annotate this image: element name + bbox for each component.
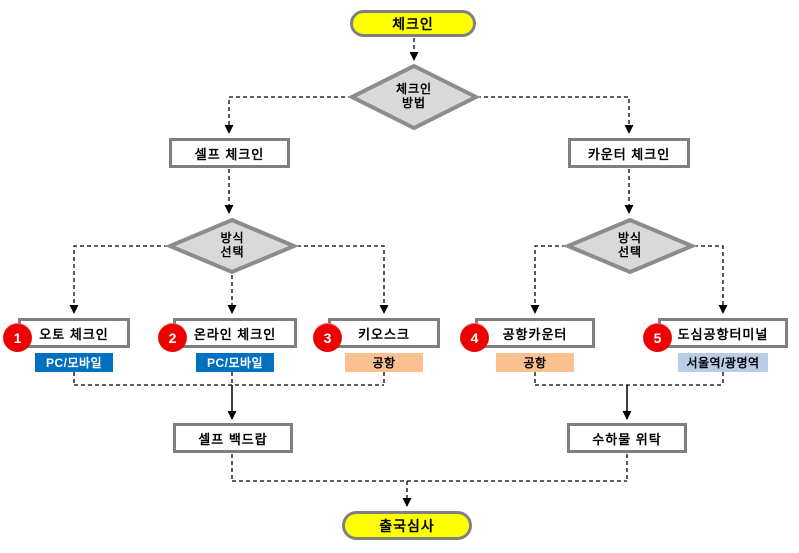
- bus-options-right: [534, 372, 724, 386]
- bus-bottom: [231, 454, 628, 482]
- decision-self-line2: 선택: [220, 245, 245, 259]
- badge-5: 5: [643, 323, 672, 352]
- decision-counter-diamond: [562, 217, 698, 275]
- option-auto-checkin-box: 오토 체크인: [18, 318, 130, 348]
- counter-checkin-box: 카운터 체크인: [568, 138, 690, 168]
- channel-label-pc-mobile-1: PC/모바일: [35, 353, 113, 372]
- decision-counter-line1: 방식: [617, 231, 643, 246]
- decision-self: 방식 선택: [169, 218, 296, 274]
- decision-self-diamond: [164, 217, 300, 275]
- channel-label-airport-1: 공항: [345, 353, 423, 372]
- channel-label-pc-mobile-2: PC/모바일: [196, 353, 274, 372]
- connector-decision-to-option1: [69, 245, 168, 314]
- baggage-drop-box: 수하물 위탁: [567, 423, 687, 453]
- option-online-checkin-box: 온라인 체크인: [173, 318, 297, 348]
- connector-decision-to-option5: [694, 245, 728, 314]
- self-checkin-box: 셀프 체크인: [169, 138, 290, 168]
- channel-label-stations: 서울역/광명역: [678, 353, 768, 372]
- badge-1: 1: [3, 323, 32, 352]
- start-node: 체크인: [350, 10, 476, 37]
- bus-options-left: [73, 372, 385, 386]
- badge-3: 3: [313, 323, 342, 352]
- decision-method-diamond: [347, 63, 481, 131]
- connector-decision-to-option4: [530, 245, 566, 314]
- option-airport-counter-box: 공항카운터: [475, 318, 595, 348]
- channel-label-airport-2: 공항: [496, 353, 574, 372]
- decision-method-line2: 방법: [401, 96, 427, 110]
- decision-method-line1: 체크인: [395, 82, 433, 97]
- badge-4: 4: [460, 323, 489, 352]
- option-city-terminal-box: 도심공항터미널: [658, 318, 788, 348]
- option-kiosk-box: 키오스크: [328, 318, 440, 348]
- connector-method-to-self: [224, 96, 352, 134]
- self-bagdrop-box: 셀프 백드랍: [173, 423, 293, 453]
- decision-counter-line2: 선택: [617, 245, 643, 259]
- end-node: 출국심사: [342, 511, 472, 540]
- decision-counter: 방식 선택: [567, 218, 693, 274]
- connector-decision-to-option3: [297, 245, 389, 314]
- decision-self-line1: 방식: [220, 231, 245, 246]
- connector-method-to-counter: [477, 96, 634, 134]
- decision-method: 체크인 방법: [350, 64, 478, 130]
- badge-2: 2: [158, 323, 187, 352]
